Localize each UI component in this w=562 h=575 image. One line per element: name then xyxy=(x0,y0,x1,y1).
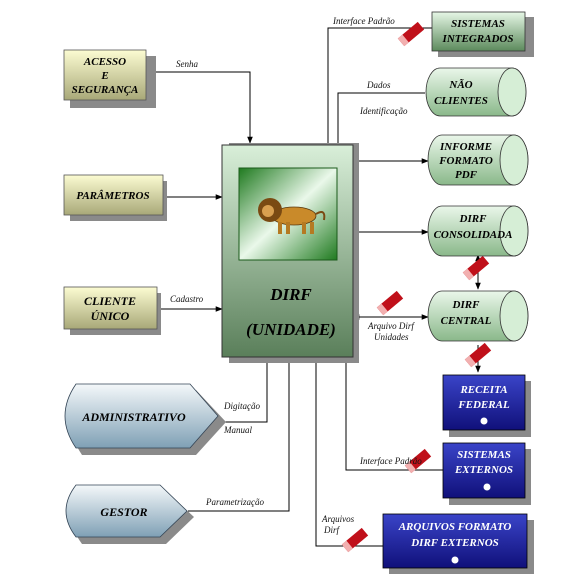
line-nao-clientes-central xyxy=(335,92,425,160)
consolidada-line-1: DIRF xyxy=(459,213,488,225)
line-labels: Senha Interface Padrão Dados Identificaç… xyxy=(170,16,422,535)
gestor-label: GESTOR xyxy=(100,505,147,519)
label-manual: Manual xyxy=(223,425,252,435)
bullet-icon xyxy=(483,483,491,491)
informe-line-2: FORMATO xyxy=(438,155,493,167)
acesso-line-3: SEGURANÇA xyxy=(72,84,139,96)
gestor-actor: GESTOR xyxy=(65,484,194,544)
dirf-unidade-box: DIRF (UNIDADE) xyxy=(221,143,359,363)
label-dados: Dados xyxy=(366,80,391,90)
sistemas-integrados-line-1: SISTEMAS xyxy=(451,18,505,30)
informe-pdf-cylinder: INFORME FORMATO PDF xyxy=(427,134,529,186)
nao-clientes-cylinder: NÃO CLIENTES xyxy=(425,67,527,117)
bullet-icon xyxy=(451,556,459,564)
connector-lines xyxy=(146,27,481,547)
connector-icon xyxy=(341,527,369,553)
red-connectors xyxy=(341,21,492,553)
line-gestor-central xyxy=(188,355,292,512)
label-interface-padrao-top: Interface Padrão xyxy=(332,16,395,26)
line-sistemas-integrados-central xyxy=(325,27,432,160)
cliente-line-2: ÚNICO xyxy=(91,309,130,323)
connector-icon xyxy=(462,255,490,281)
connector-icon xyxy=(397,21,425,47)
arquivos-externos-line-1: ARQUIVOS FORMATO xyxy=(398,521,512,533)
receita-line-2: FEDERAL xyxy=(457,399,510,411)
arquivos-externos-box: ARQUIVOS FORMATO DIRF EXTERNOS xyxy=(382,513,534,574)
line-administrativo-central xyxy=(217,355,270,423)
administrativo-actor: ADMINISTRATIVO xyxy=(64,383,226,455)
connector-icon xyxy=(376,290,404,316)
acesso-line-1: ACESSO xyxy=(83,56,126,68)
receita-line-1: RECEITA xyxy=(459,384,507,396)
sistemas-externos-box: SISTEMAS EXTERNOS xyxy=(442,442,531,505)
bullet-icon xyxy=(480,417,488,425)
label-interface-padrao-bottom: Interface Padrão xyxy=(359,456,422,466)
central-title: DIRF xyxy=(269,285,312,304)
dirf-central-cylinder: DIRF CENTRAL xyxy=(427,290,529,342)
label-digitacao: Digitação xyxy=(223,401,260,411)
parametros-label: PARÂMETROS xyxy=(76,190,149,202)
label-arquivo-dirf-1: Arquivo Dirf xyxy=(367,321,415,331)
parametros-box: PARÂMETROS xyxy=(63,174,167,221)
sistemas-externos-line-2: EXTERNOS xyxy=(454,464,513,476)
dirf-central-line-2: CENTRAL xyxy=(441,315,492,327)
sistemas-integrados-box: SISTEMAS INTEGRADOS xyxy=(431,11,534,57)
label-cadastro: Cadastro xyxy=(170,294,204,304)
informe-line-3: PDF xyxy=(455,169,478,181)
administrativo-label: ADMINISTRATIVO xyxy=(81,410,186,424)
label-arquivos-1: Arquivos xyxy=(321,514,355,524)
cliente-unico-box: CLIENTE ÚNICO xyxy=(63,286,161,335)
lion-icon xyxy=(258,198,326,234)
receita-federal-box: RECEITA FEDERAL xyxy=(442,374,531,437)
sistemas-integrados-line-2: INTEGRADOS xyxy=(442,33,514,45)
line-acesso-central xyxy=(146,71,253,144)
nao-clientes-line-2: CLIENTES xyxy=(434,95,488,107)
label-parametrizacao: Parametrização xyxy=(205,497,264,507)
line-sistemas-externos-central xyxy=(343,355,443,471)
central-subtitle: (UNIDADE) xyxy=(246,320,336,339)
label-identificacao: Identificação xyxy=(359,106,408,116)
consolidada-line-2: CONSOLIDADA xyxy=(434,229,513,241)
label-arquivos-2: Dirf xyxy=(323,525,341,535)
dirf-consolidada-cylinder: DIRF CONSOLIDADA xyxy=(427,205,529,257)
dirf-central-line-1: DIRF xyxy=(452,299,481,311)
arquivos-externos-line-2: DIRF EXTERNOS xyxy=(410,537,499,549)
informe-line-1: INFORME xyxy=(439,141,492,153)
label-senha: Senha xyxy=(176,59,198,69)
connector-icon xyxy=(464,342,492,368)
nao-clientes-line-1: NÃO xyxy=(448,79,472,91)
label-arquivo-dirf-2: Unidades xyxy=(374,332,409,342)
acesso-line-2: E xyxy=(100,70,108,82)
line-arquivos-central xyxy=(313,355,383,547)
sistemas-externos-line-1: SISTEMAS xyxy=(457,449,511,461)
connector-icon xyxy=(404,448,432,474)
cliente-line-1: CLIENTE xyxy=(84,294,136,308)
acesso-seguranca-box: ACESSO E SEGURANÇA xyxy=(63,49,156,108)
